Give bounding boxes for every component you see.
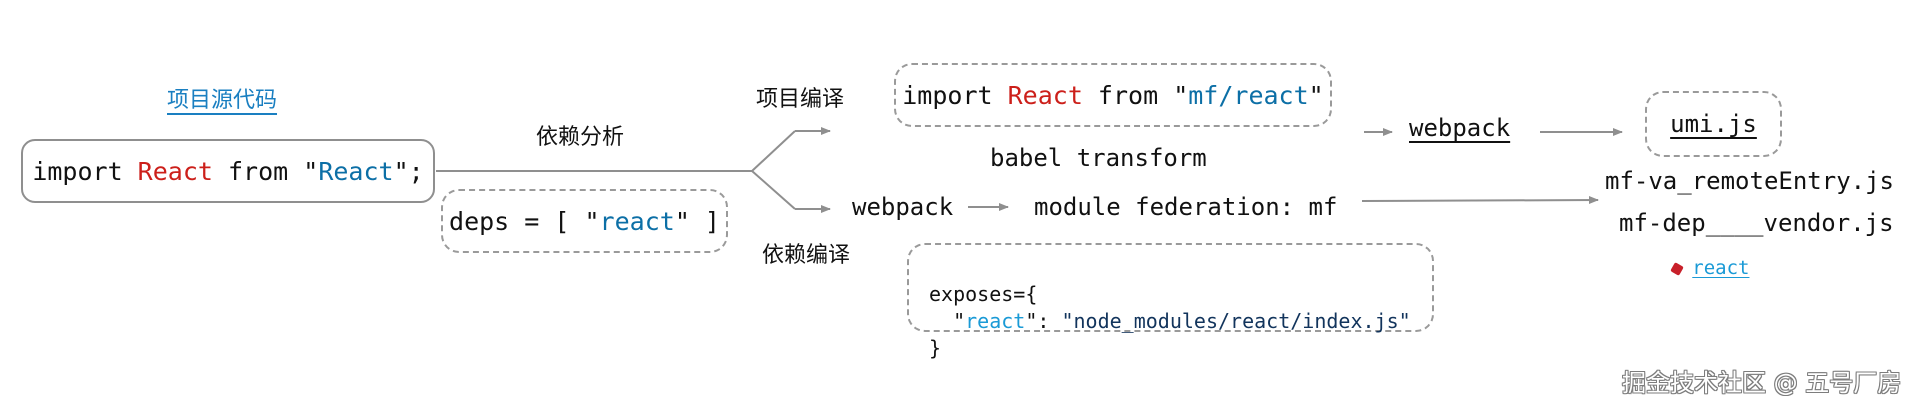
mf-import-box: import React from "mf/react" (894, 63, 1332, 127)
deps-array: deps = [ "react" ] (449, 206, 720, 236)
source-code-title: 项目源代码 (167, 88, 278, 113)
source-code-box: import React from "React"; (21, 139, 435, 203)
babel-transform-label: babel transform (990, 144, 1207, 172)
mf-to-outputs-arrow (1361, 196, 1599, 205)
vendor-file: mf-dep____vendor.js (1619, 209, 1894, 237)
deps-box: deps = [ "react" ] (441, 189, 728, 253)
project-compile-label: 项目编译 (756, 87, 845, 112)
source-import-statement: import React from "React"; (32, 156, 424, 186)
umi-js-label: umi.js (1670, 110, 1757, 138)
fork-down-arrow (751, 170, 796, 210)
dependency-analysis-label: 依赖分析 (536, 125, 625, 150)
watermark: 掘金技术社区 @ 五号厂房 (1622, 369, 1902, 397)
module-federation-label: module federation: mf (1034, 193, 1338, 221)
remote-entry-file: mf-va_remoteEntry.js (1605, 167, 1894, 195)
exposes-config: exposes={ "react": "node_modules/react/i… (929, 282, 1411, 360)
exposes-box (907, 243, 1434, 332)
cube-icon (1670, 261, 1685, 276)
dependency-compile-label: 依赖编译 (762, 243, 851, 268)
umi-js-box: umi.js (1645, 91, 1782, 157)
mf-import-statement: import React from "mf/react" (902, 80, 1324, 110)
react-dependency-item: react (1653, 238, 1749, 279)
fork-up-arrow (751, 130, 796, 172)
webpack-label-top: webpack (1409, 114, 1511, 142)
webpack-label-bottom: webpack (852, 193, 954, 221)
react-link[interactable]: react (1692, 257, 1750, 279)
